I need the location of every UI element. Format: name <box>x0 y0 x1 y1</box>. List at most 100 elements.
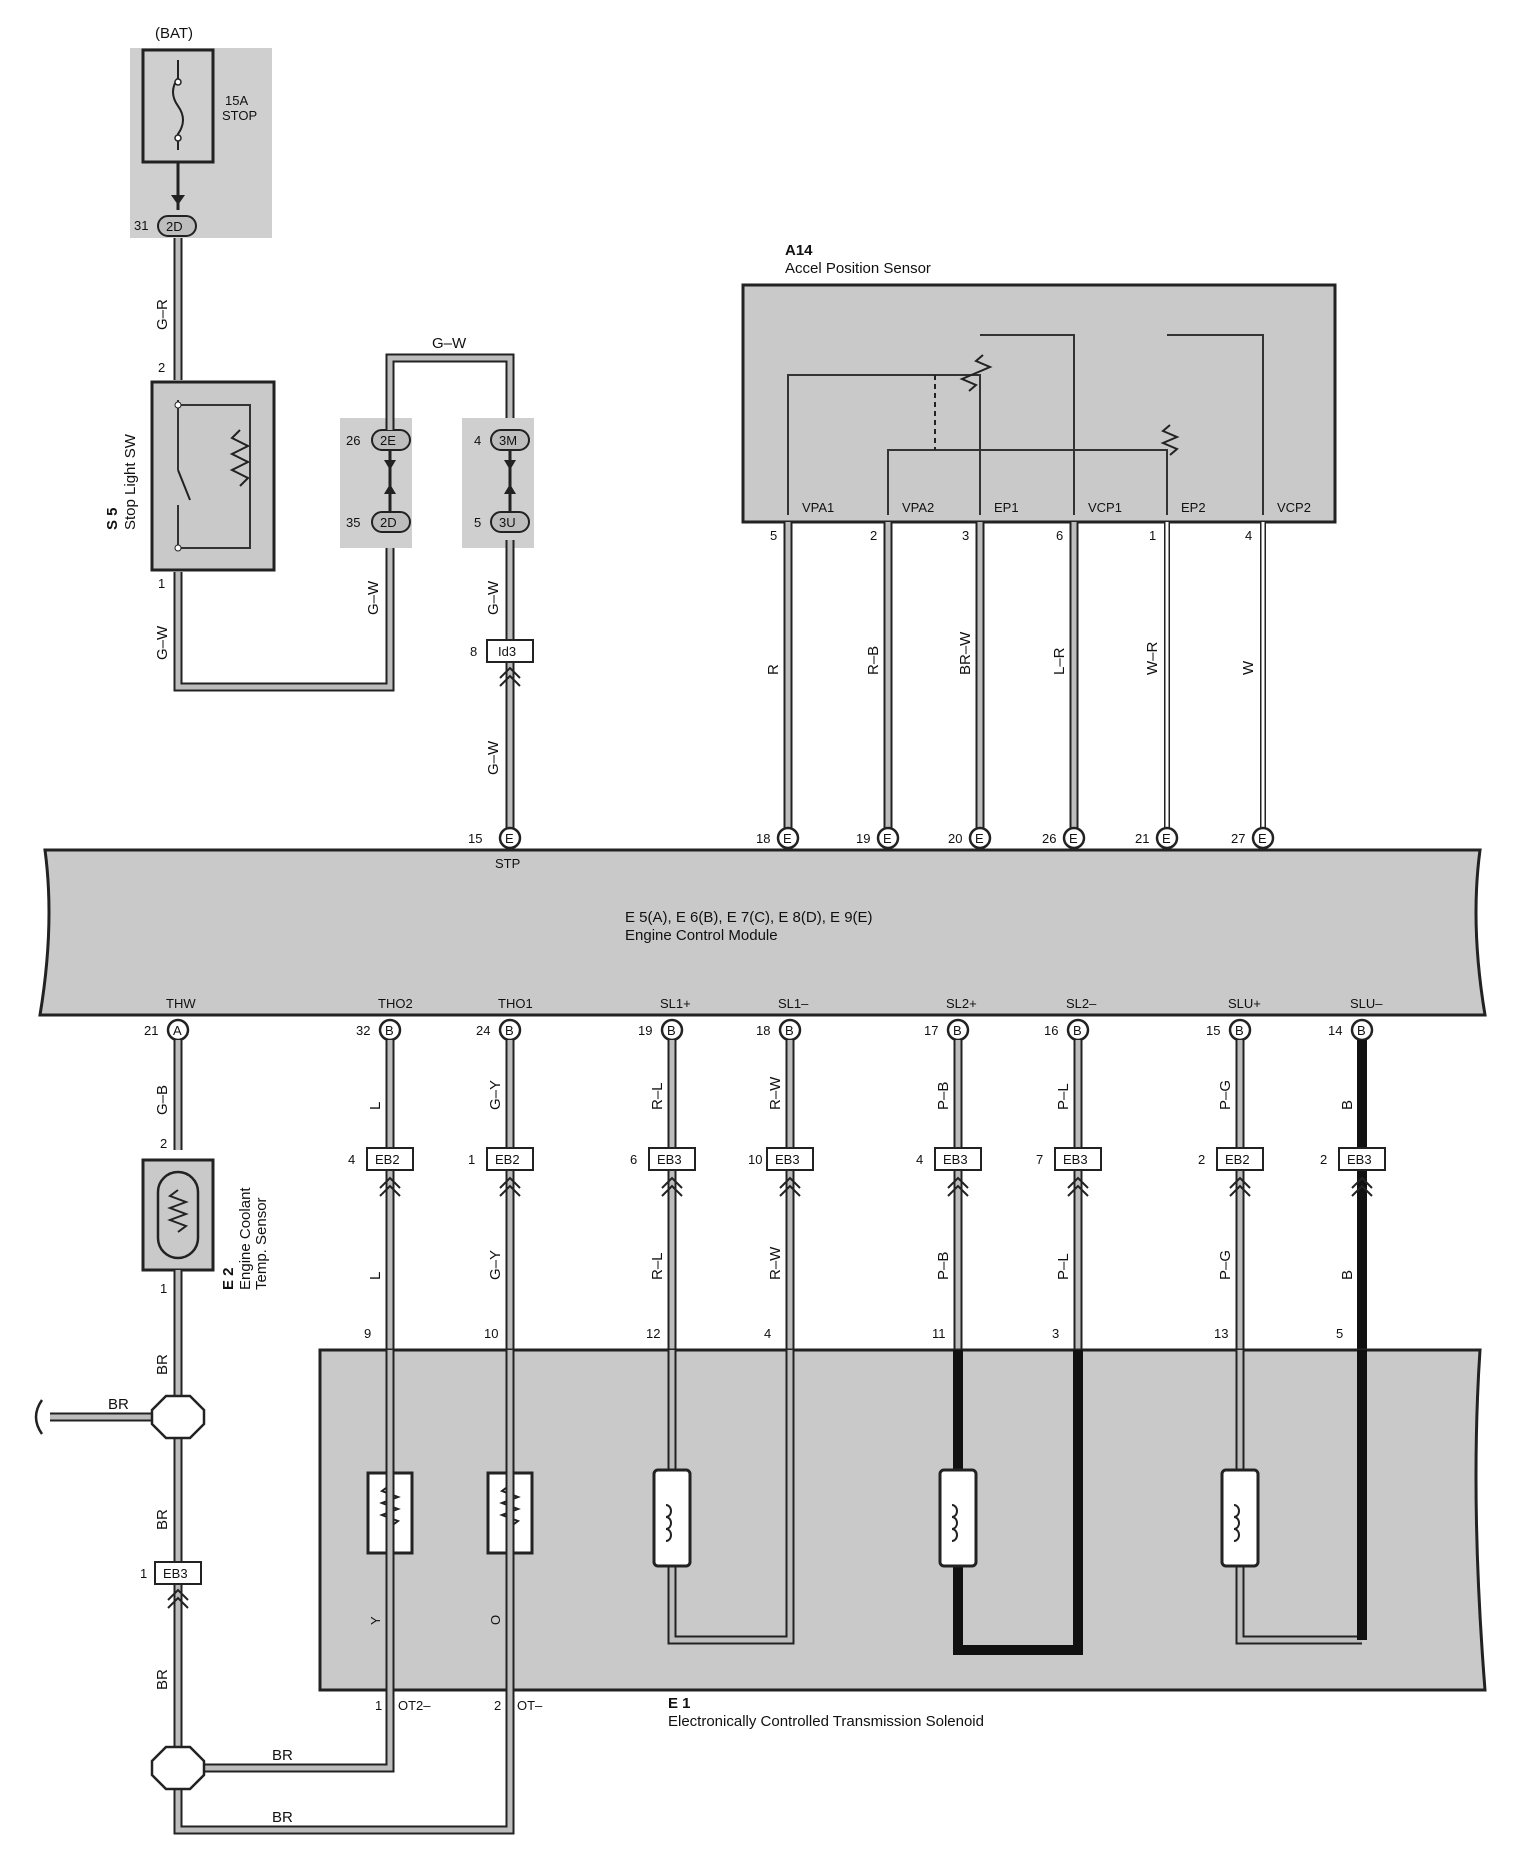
ecm-bottom-pin: 32 <box>356 1023 370 1038</box>
coolant-pin-bottom: 1 <box>160 1281 167 1296</box>
j2e-pin-bottom: 35 <box>346 515 360 530</box>
id3-connector <box>486 639 534 663</box>
wire-gw-3: G–W <box>485 580 502 615</box>
sw-pin-bottom: 1 <box>158 576 165 591</box>
sol-pin-num: 12 <box>646 1326 660 1341</box>
ecm-wire-color: B <box>1339 1100 1356 1110</box>
sol-pin-num: 4 <box>764 1326 771 1341</box>
accel-id: A14 <box>785 242 813 259</box>
junction-connector <box>648 1147 696 1171</box>
ecm-bottom-conn: B <box>953 1023 962 1038</box>
ecm-bottom-name: SL2– <box>1066 996 1097 1011</box>
ecm-bottom-conn: B <box>1235 1023 1244 1038</box>
transmission-solenoid <box>318 1348 1487 1692</box>
bat-conn <box>157 215 197 237</box>
ecm-top-pin: 21 <box>1135 831 1149 846</box>
junction-connector-id: EB2 <box>495 1152 520 1167</box>
j2e-id-top: 2E <box>380 433 396 448</box>
accel-wire-color: R–B <box>865 646 882 675</box>
br-label-6: BR <box>272 1809 293 1826</box>
sol-lower-y: Y <box>368 1616 383 1625</box>
sol-wire-color: P–G <box>1217 1250 1234 1280</box>
coolant-name2: Temp. Sensor <box>253 1197 270 1290</box>
ecm-bottom-pin: 19 <box>638 1023 652 1038</box>
ecm-bottom-pin: 24 <box>476 1023 490 1038</box>
ecm-wire-color: P–L <box>1055 1083 1072 1110</box>
junction-connector-pin: 7 <box>1036 1152 1043 1167</box>
j3m-id-bottom: 3U <box>499 515 516 530</box>
stp-name: STP <box>495 856 520 871</box>
ot-minus: OT– <box>517 1698 543 1713</box>
ecm-bottom-name: THO2 <box>378 996 413 1011</box>
ecm-bottom-conn: A <box>173 1023 182 1038</box>
ecm-top-pin-marker <box>1062 826 1086 850</box>
accel-pin-name: EP1 <box>994 500 1019 515</box>
ecm-top-pin: 20 <box>948 831 962 846</box>
ecm-bottom-conn: B <box>1357 1023 1366 1038</box>
stp-pin: 15 <box>468 831 482 846</box>
junction-connector <box>1338 1147 1386 1171</box>
ecm-name: Engine Control Module <box>625 927 778 944</box>
accel-name: Accel Position Sensor <box>785 260 931 277</box>
ecm-bottom-name: THW <box>166 996 196 1011</box>
eb3-ground-connector <box>154 1561 202 1585</box>
splice-bottom <box>150 1745 206 1791</box>
sol-pin-num: 13 <box>1214 1326 1228 1341</box>
junction-connector-pin: 4 <box>916 1152 923 1167</box>
junction-connector-pin: 4 <box>348 1152 355 1167</box>
ecm-wire-color: R–L <box>649 1082 666 1110</box>
ecm-bottom-conn: B <box>505 1023 514 1038</box>
ecm-top-pin-marker <box>1251 826 1275 850</box>
sol-pin-num: 9 <box>364 1326 371 1341</box>
j2e-pin-top: 26 <box>346 433 360 448</box>
accel-pin-num: 5 <box>770 528 777 543</box>
stop-light-switch <box>150 380 276 572</box>
coil-slu <box>1220 1468 1260 1568</box>
ecm-top-conn: E <box>883 831 892 846</box>
junction-connector-id: EB3 <box>657 1152 682 1167</box>
ecm-top-pin: 18 <box>756 831 770 846</box>
junction-connector <box>486 1147 534 1171</box>
br-label-2: BR <box>108 1396 129 1413</box>
ecm-bottom-name: SLU– <box>1350 996 1383 1011</box>
wire-gw-1: G–W <box>154 625 171 660</box>
junction-connector <box>1216 1147 1264 1171</box>
accel-pin-num: 3 <box>962 528 969 543</box>
id3-pin: 8 <box>470 644 477 659</box>
sol-wire-color: G–Y <box>487 1250 504 1280</box>
coolant-temp-sensor <box>141 1158 215 1272</box>
fuse-zone <box>130 48 272 238</box>
sol-pin1: 1 <box>375 1698 382 1713</box>
bat-conn-pin: 31 <box>134 218 148 233</box>
junction-connector-pin: 6 <box>630 1152 637 1167</box>
ecm-bottom-name: THO1 <box>498 996 533 1011</box>
br-label-3: BR <box>154 1509 171 1530</box>
sol-wire-color: L <box>367 1272 384 1280</box>
ecm-box <box>38 848 1487 1017</box>
junction-connector <box>366 1147 414 1171</box>
ecm-bottom-pin: 21 <box>144 1023 158 1038</box>
junction-connector <box>766 1147 814 1171</box>
ecm-top-pin-marker <box>876 826 900 850</box>
junction-connector-pin: 2 <box>1198 1152 1205 1167</box>
sol-pin-num: 5 <box>1336 1326 1343 1341</box>
j3m-pin-bottom: 5 <box>474 515 481 530</box>
ecm-top-pin: 19 <box>856 831 870 846</box>
wire-gw-4: G–W <box>485 740 502 775</box>
sw-name: Stop Light SW <box>122 433 139 530</box>
sol-wire-color: B <box>1339 1270 1356 1280</box>
ecm-top-pin-marker <box>968 826 992 850</box>
junction-connector-id: EB2 <box>1225 1152 1250 1167</box>
ecm-bottom-conn: B <box>785 1023 794 1038</box>
ecm-wire-color: L <box>367 1102 384 1110</box>
ecm-top-conn: E <box>1162 831 1171 846</box>
accel-position-sensor <box>741 283 1337 524</box>
wire-gb-label: G–B <box>154 1085 171 1115</box>
br-label-4: BR <box>154 1669 171 1690</box>
junction-connector-pin: 2 <box>1320 1152 1327 1167</box>
wire-gw-2: G–W <box>365 580 382 615</box>
ecm-top-conn: E <box>783 831 792 846</box>
junction-connector-pin: 10 <box>748 1152 762 1167</box>
j3m-pin-top: 4 <box>474 433 481 448</box>
